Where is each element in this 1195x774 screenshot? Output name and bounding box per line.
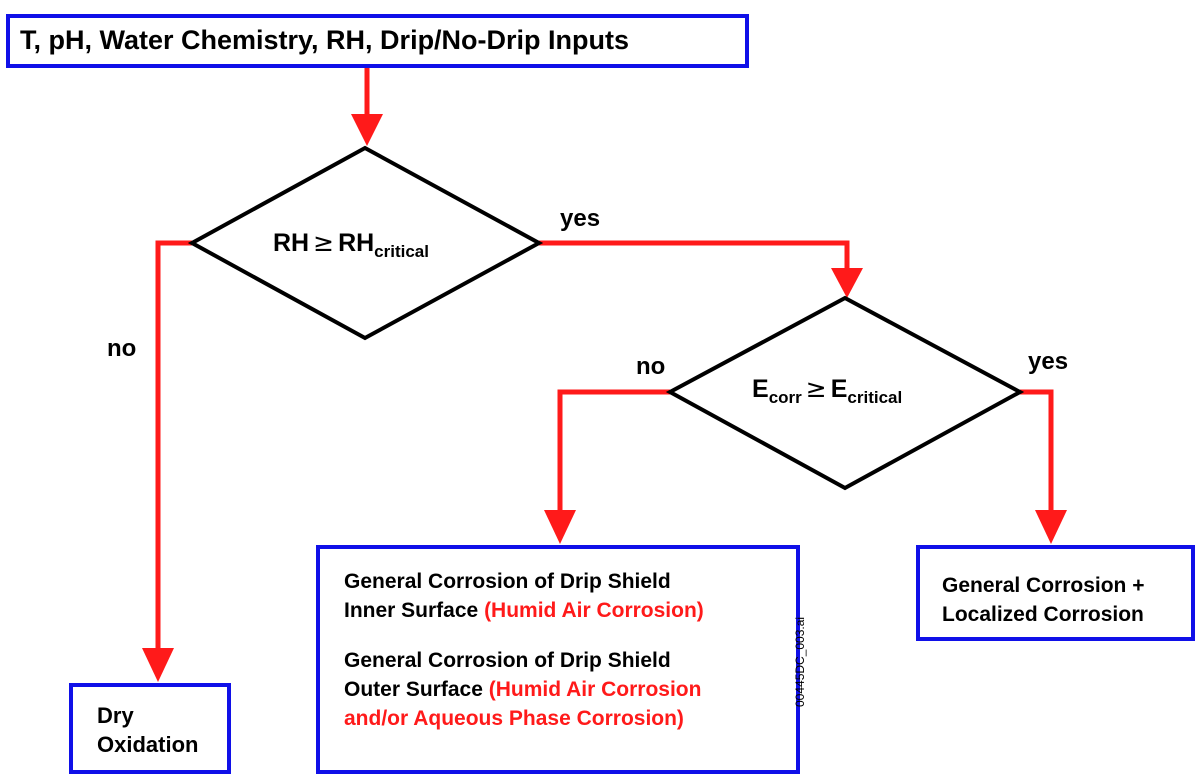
inputs-box-text: T, pH, Water Chemistry, RH, Drip/No-Drip… — [20, 25, 630, 55]
inner-surface-line2: Inner Surface (Humid Air Corrosion) — [344, 596, 796, 625]
general-corrosion-box: General Corrosion of Drip Shield Inner S… — [316, 545, 800, 774]
localized-corrosion-line1: General Corrosion + — [942, 574, 1145, 597]
connector-rh-yes — [539, 240, 850, 272]
decision-diamond-ecorr — [665, 295, 1025, 491]
arrowhead-to-general-corrosion — [544, 510, 576, 544]
rh-rhs-subscript: critical — [374, 242, 429, 261]
rh-lhs: RH — [273, 229, 310, 257]
outer-surface-line1: General Corrosion of Drip Shield — [344, 649, 671, 672]
ecorr-decision-label: Ecorr≥Ecritical — [752, 374, 903, 407]
outer-surface-line3: and/or Aqueous Phase Corrosion) — [344, 707, 684, 730]
arrowheads — [142, 114, 1067, 682]
dry-oxidation-line2: Oxidation — [97, 732, 199, 757]
ecorr-yes-label: yes — [1028, 348, 1069, 375]
ecorr-no-label: no — [636, 353, 666, 380]
rh-yes-label: yes — [560, 205, 601, 232]
arrowhead-to-localized-corrosion — [1035, 510, 1067, 544]
rh-decision-label: RH≥RHcritical — [273, 228, 429, 261]
arrowhead-to-dry-oxidation — [142, 648, 174, 682]
arrowhead-to-rh — [351, 114, 383, 146]
file-id-label: 00445DC_003.ai — [793, 616, 807, 707]
localized-corrosion-line2: Localized Corrosion — [942, 603, 1144, 626]
decision-diamond-rh — [187, 145, 544, 341]
ecorr-lhs-subscript: corr — [768, 388, 802, 407]
rh-operator: ≥ — [313, 228, 335, 257]
outer-surface-highlight: (Humid Air Corrosion — [488, 678, 702, 701]
connector-ecorr-yes — [1020, 389, 1054, 514]
ecorr-lhs: E — [752, 375, 769, 403]
outer-surface-line2: Outer Surface (Humid Air Corrosion — [344, 675, 796, 704]
inputs-box: T, pH, Water Chemistry, RH, Drip/No-Drip… — [6, 14, 749, 68]
connectors — [155, 68, 1054, 652]
rh-no-label: no — [107, 335, 137, 362]
ecorr-rhs: E — [830, 375, 848, 403]
ecorr-operator: ≥ — [805, 374, 827, 403]
connector-rh-no — [155, 240, 192, 652]
rh-rhs: RH — [338, 229, 375, 257]
outer-surface-prefix: Outer Surface — [344, 678, 489, 701]
inner-surface-line1: General Corrosion of Drip Shield — [344, 570, 671, 593]
ecorr-rhs-subscript: critical — [847, 388, 903, 407]
dry-oxidation-box: Dry Oxidation — [69, 683, 231, 774]
inner-surface-prefix: Inner Surface — [344, 599, 485, 622]
localized-corrosion-box: General Corrosion + Localized Corrosion — [916, 545, 1195, 641]
dry-oxidation-line1: Dry — [97, 703, 134, 728]
inner-surface-highlight: (Humid Air Corrosion) — [484, 599, 704, 622]
connector-ecorr-no — [557, 389, 670, 514]
arrowhead-to-ecorr — [831, 268, 863, 298]
